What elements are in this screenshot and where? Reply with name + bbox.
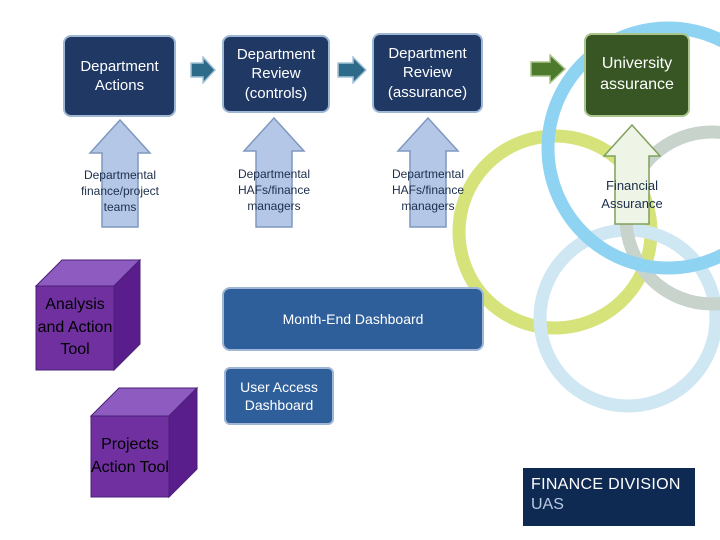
right-arrow-icon [337,56,367,84]
logo-line-1: FINANCE DIVISION [531,476,681,493]
right-arrow-icon [530,54,566,84]
up-arrow-icon [88,118,152,228]
department-actions-label: Department Actions [80,57,159,95]
logo-line-2: UAS [531,496,564,513]
analysis-action-tool: Analysis and Action Tool [34,258,142,372]
hafs-finance-managers-arrow-1: Departmental HAFs/finance managers [222,116,326,229]
university-assurance-box: University assurance [584,33,690,117]
financial-assurance-label: Financial Assurance [601,178,663,211]
up-arrow-icon [602,123,662,225]
user-access-dashboard-label: User Access Dashboard [240,378,318,413]
hafs-finance-managers-label-2: Departmental HAFs/finance managers [391,166,465,214]
department-review-assurance-label: Department Review (assurance) [387,44,468,101]
finance-project-teams-arrow: Departmental finance/project teams [68,118,172,229]
up-arrow-icon [396,116,460,228]
projects-action-tool: Projects Action Tool [89,386,199,499]
university-assurance-label: University assurance [600,55,674,93]
analysis-action-tool-label: Analysis and Action Tool [37,296,113,359]
cube-shape [34,258,142,372]
department-review-controls-label: Department Review (controls) [236,45,316,102]
user-access-dashboard: User Access Dashboard [224,367,334,425]
right-arrow-icon [190,56,216,84]
finance-project-teams-label: Departmental finance/project teams [80,167,160,215]
cube-shape [89,386,199,499]
department-review-controls-box: Department Review (controls) [222,35,330,113]
department-review-assurance-box: Department Review (assurance) [372,33,483,113]
financial-assurance-arrow: Financial Assurance [586,123,678,226]
hafs-finance-managers-arrow-2: Departmental HAFs/finance managers [376,116,480,229]
month-end-dashboard: Month-End Dashboard [222,287,484,351]
up-arrow-icon [242,116,306,228]
ring-blue [541,21,720,275]
department-actions-box: Department Actions [63,35,176,117]
hafs-finance-managers-label-1: Departmental HAFs/finance managers [237,166,311,214]
projects-action-tool-label: Projects Action Tool [91,436,169,476]
month-end-dashboard-label: Month-End Dashboard [282,310,424,327]
finance-division-logo: FINANCE DIVISION UAS [523,468,695,526]
